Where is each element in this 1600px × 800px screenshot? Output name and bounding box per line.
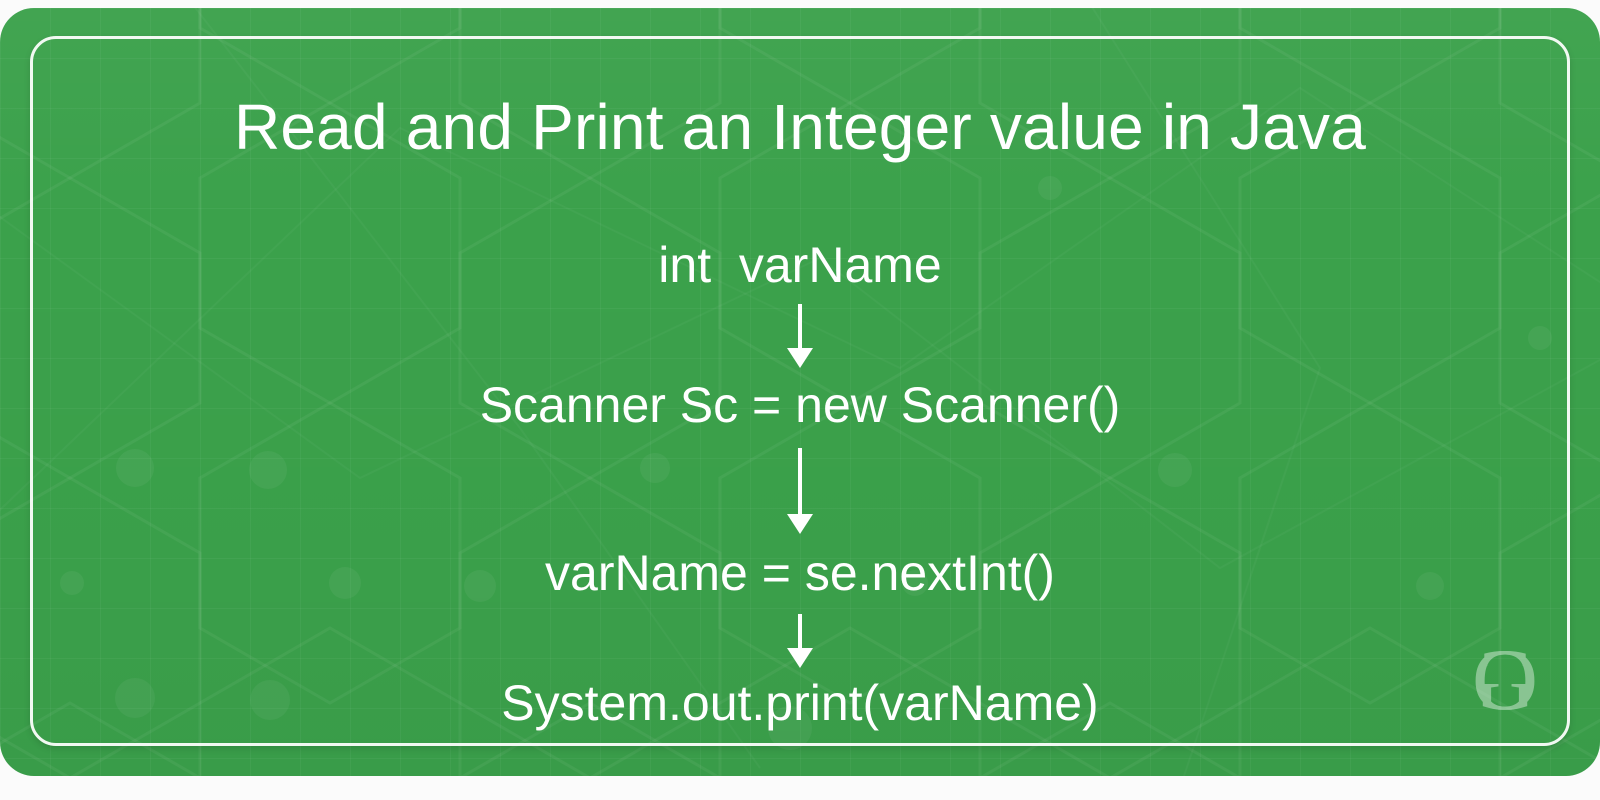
arrow-stem [798,614,802,649]
arrow-down-icon-3 [787,614,813,668]
page-title: Read and Print an Integer value in Java [233,91,1367,163]
flow-step-declare-variable: int varName [658,237,942,293]
arrow-down-icon-1 [787,304,813,368]
flow-step-read-input: varName = se.nextInt() [545,545,1055,601]
flow-step-print-output: System.out.print(varName) [501,675,1099,731]
arrow-stem [798,448,802,515]
arrow-stem [798,304,802,349]
green-card: Read and Print an Integer value in Java … [0,8,1600,776]
arrow-down-icon-2 [787,448,813,534]
arrow-head [787,348,813,368]
flow-step-create-scanner: Scanner Sc = new Scanner() [479,377,1121,433]
flowchart: int varName Scanner Sc = new Scanner() v… [0,240,1600,728]
arrow-head [787,648,813,668]
arrow-head [787,514,813,534]
